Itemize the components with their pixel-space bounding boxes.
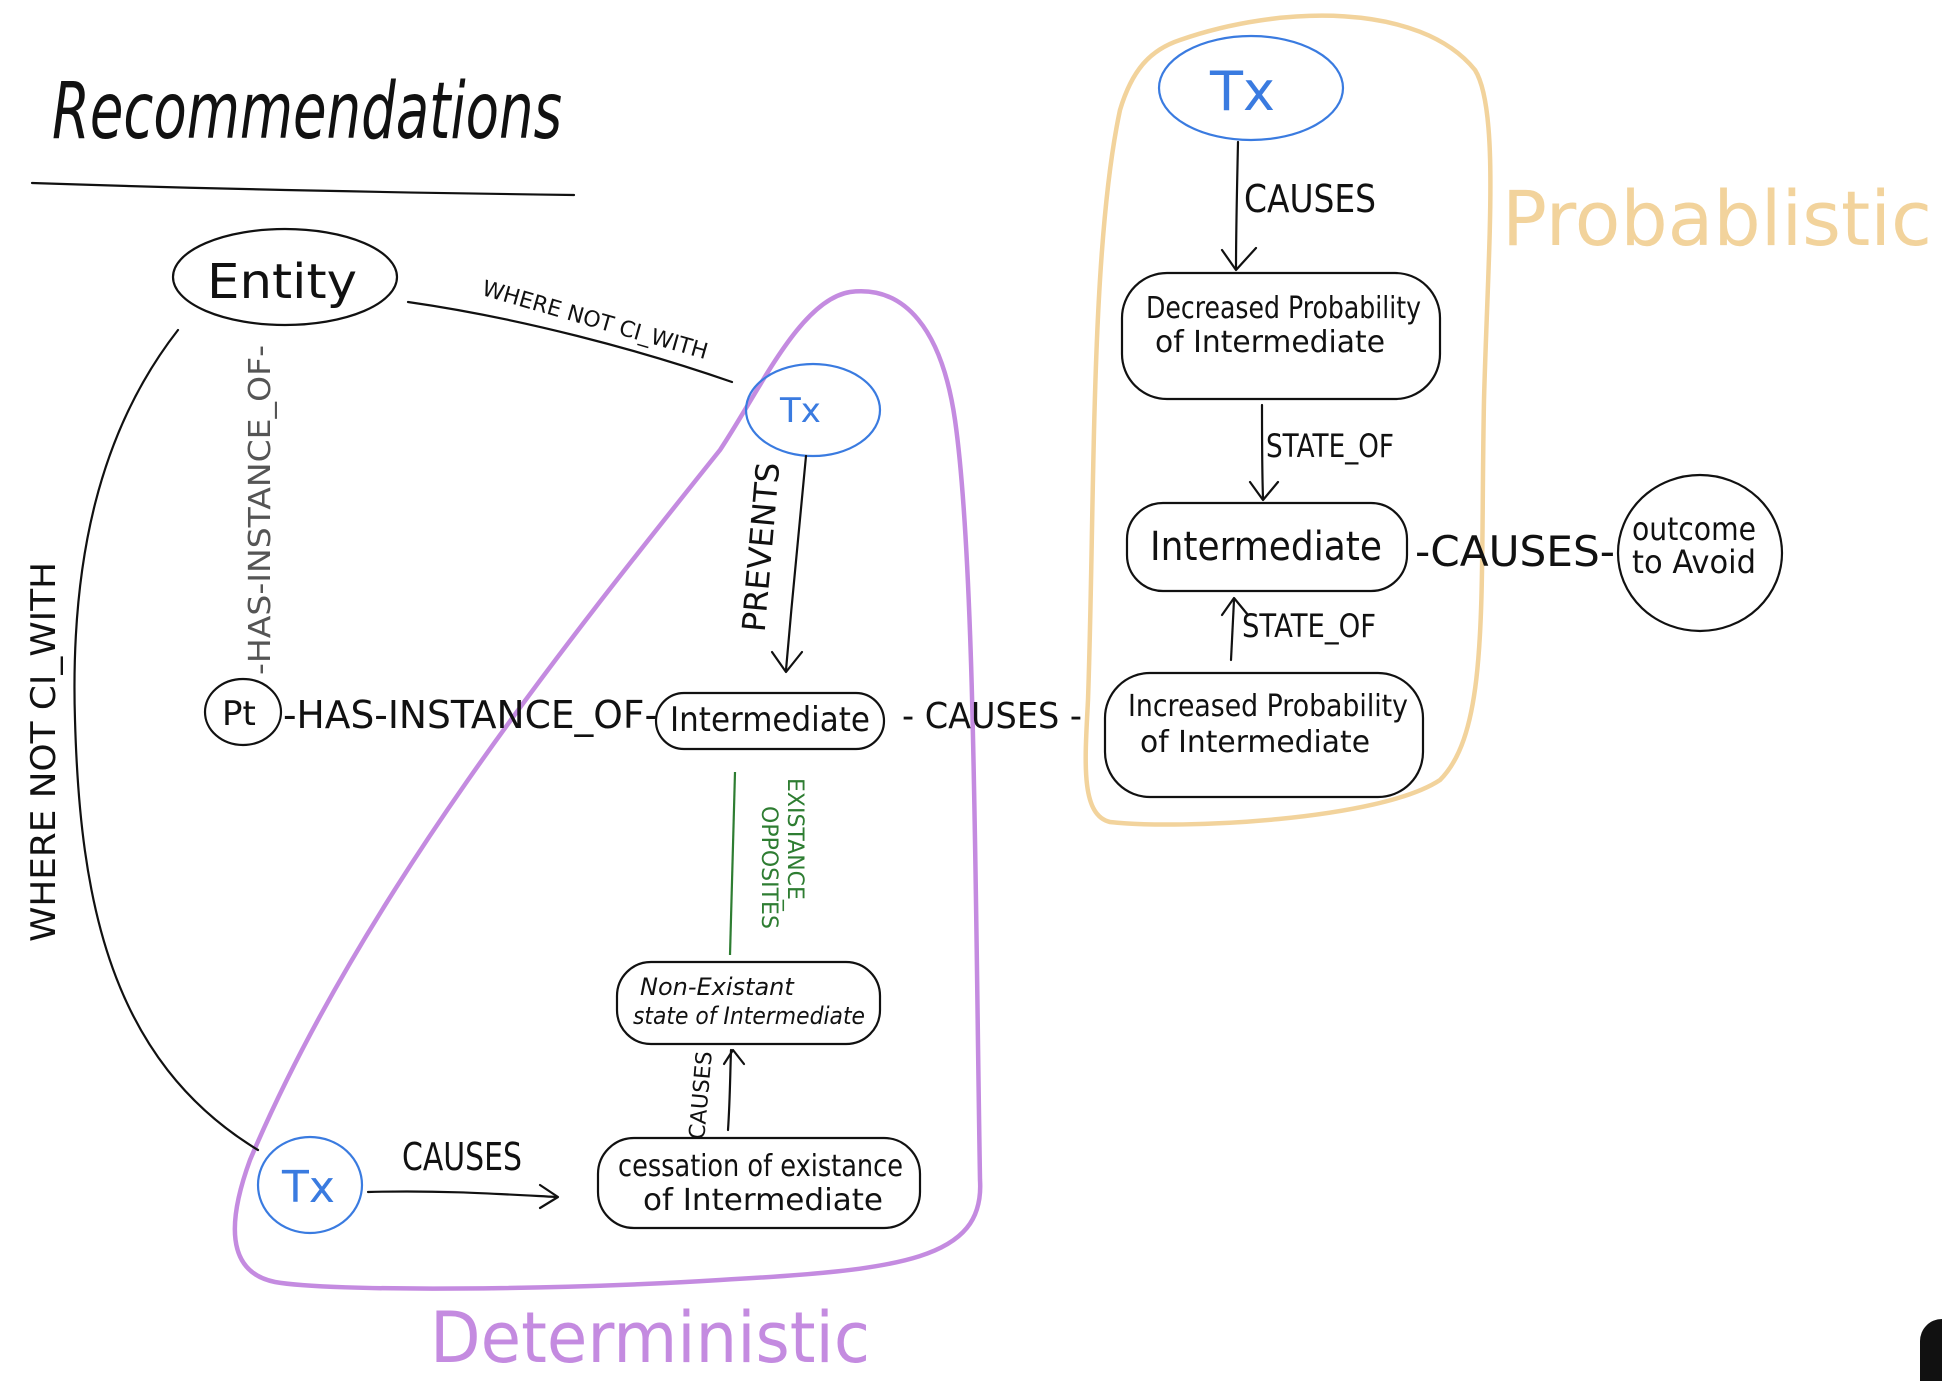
edge-entity-to-tx-bottom	[73, 328, 260, 1152]
edge-entity-to-tx-bottom-label: WHERE NOT CI_WITH	[24, 562, 64, 942]
edge-decreased-state-of-label: STATE_OF	[1266, 427, 1394, 465]
non-existant-node-label-2: state of Intermediate	[633, 1002, 865, 1030]
edge-existance-opposites-label-2: OPPOSITES	[756, 806, 781, 929]
edge-tx-causes-cessation-label: CAUSES	[402, 1135, 522, 1179]
page-title: Recommendations	[52, 67, 562, 157]
edge-tx-top-causes-label: CAUSES	[1244, 177, 1376, 221]
edge-pt-entity-label: -HAS-INSTANCE_OF-	[243, 345, 278, 675]
intermediate-right-node-label: Intermediate	[1150, 524, 1382, 570]
probabilistic-label: Probablistic	[1502, 174, 1932, 263]
edge-cessation-causes-label: CAUSES	[685, 1050, 718, 1140]
decreased-probability-node-label-1: Decreased Probability	[1146, 291, 1421, 326]
outcome-node[interactable]	[1616, 473, 1784, 633]
tx-bottom-node[interactable]	[256, 1135, 364, 1235]
cessation-node[interactable]	[596, 1136, 922, 1230]
decreased-probability-node[interactable]	[1120, 271, 1442, 401]
edge-cessation-causes-nonexistant-arrowhead	[722, 1048, 746, 1066]
outcome-node-label-1: outcome	[1632, 510, 1756, 548]
edge-tx-prevents	[784, 454, 808, 672]
pt-node-label: Pt	[222, 694, 256, 734]
non-existant-node[interactable]	[615, 960, 882, 1046]
edge-existance-opposites-label-1: EXISTANCE_	[782, 778, 807, 912]
intermediate-right-node[interactable]	[1125, 501, 1409, 593]
cessation-node-label-1: cessation of existance	[618, 1149, 903, 1184]
edge-increased-state-of-arrowhead	[1220, 596, 1250, 617]
intermediate-left-node[interactable]	[654, 691, 886, 751]
tx-bottom-node-label: Tx	[281, 1162, 335, 1213]
edge-tx-top-causes	[1234, 140, 1240, 270]
increased-probability-node[interactable]	[1103, 671, 1425, 799]
edge-increased-state-of-label: STATE_OF	[1242, 607, 1376, 645]
entity-node[interactable]	[171, 227, 399, 327]
tx-middle-node-label: Tx	[779, 391, 821, 431]
intermediate-left-node-label: Intermediate	[670, 700, 870, 740]
edge-entity-to-tx	[406, 300, 734, 384]
increased-probability-node-label-1: Increased Probability	[1128, 689, 1408, 724]
edge-tx-causes-cessation	[366, 1190, 558, 1199]
edge-cessation-causes-nonexistant	[726, 1048, 733, 1132]
edge-intermediate-causes-label: - CAUSES -	[902, 696, 1082, 737]
tx-top-node-label: Tx	[1209, 60, 1275, 123]
edge-decreased-state-of-arrowhead	[1248, 480, 1280, 502]
probabilistic-group-outline	[1083, 13, 1493, 827]
entity-node-label: Entity	[207, 254, 357, 310]
edge-increased-state-of	[1229, 598, 1236, 662]
increased-probability-node-label-2: of Intermediate	[1140, 725, 1370, 760]
edge-tx-causes-cessation-arrowhead	[538, 1183, 560, 1210]
deterministic-label: Deterministic	[430, 1297, 870, 1379]
tx-top-node[interactable]	[1157, 34, 1345, 142]
decreased-probability-node-label-2: of Intermediate	[1155, 325, 1385, 360]
edge-tx-prevents-label: PREVENTS	[735, 461, 788, 634]
edge-intermediate-causes-outcome-label: -CAUSES-	[1415, 527, 1615, 576]
deterministic-group-outline	[232, 289, 983, 1291]
edge-decreased-state-of	[1260, 403, 1265, 500]
edge-pt-intermediate-label: -HAS-INSTANCE_OF-	[283, 693, 658, 737]
tx-middle-node[interactable]	[744, 362, 882, 458]
edge-existance-opposites	[728, 771, 737, 956]
corner-tab[interactable]	[1920, 1319, 1942, 1381]
pt-node[interactable]	[203, 677, 283, 747]
edge-tx-top-causes-arrowhead	[1220, 246, 1258, 272]
non-existant-node-label-1: Non-Existant	[640, 973, 795, 1001]
title-underline	[30, 181, 576, 197]
cessation-node-label-2: of Intermediate	[643, 1183, 883, 1218]
outcome-node-label-2: to Avoid	[1632, 543, 1756, 581]
edge-tx-prevents-arrowhead	[770, 650, 804, 674]
